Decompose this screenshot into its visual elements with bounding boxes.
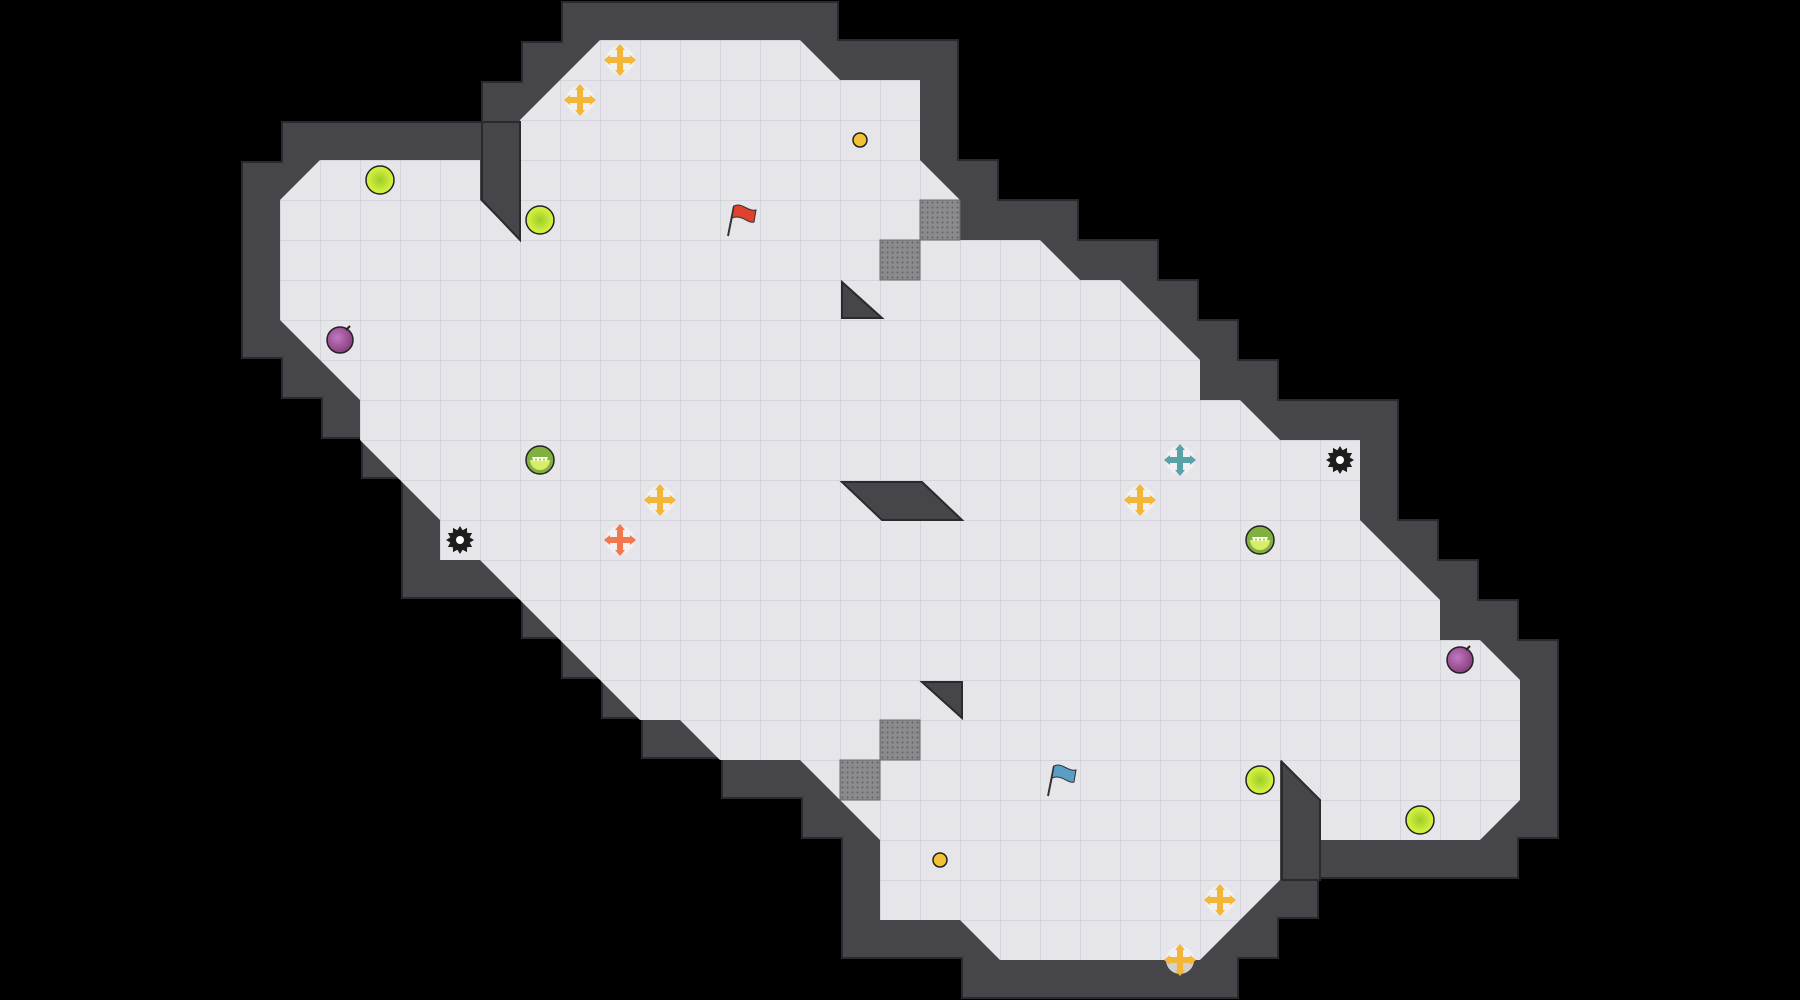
portal-icon: [1245, 525, 1275, 555]
team-boost-icon: [1124, 484, 1156, 516]
pickup-icon: [932, 852, 948, 868]
pickup-icon: [852, 132, 868, 148]
bomb-icon: [326, 325, 354, 354]
team-boost-icon: [604, 44, 636, 76]
powerup-icon: [1405, 805, 1435, 835]
red-boost-icon: [604, 524, 636, 556]
powerup-icon: [1245, 765, 1275, 795]
powerup-icon: [365, 165, 395, 195]
team-boost-icon: [1204, 884, 1236, 916]
blue-boost-icon: [1164, 444, 1196, 476]
team-boost-icon: [1164, 944, 1196, 976]
spike-icon: [1326, 446, 1354, 474]
entity-layer: [326, 44, 1474, 976]
powerup-icon: [525, 205, 555, 235]
spike-icon: [446, 526, 474, 554]
team-boost-icon: [564, 84, 596, 116]
red-flag-icon: [727, 204, 757, 237]
gate-tile: [879, 239, 921, 281]
bomb-icon: [1446, 645, 1474, 674]
gate-tile: [919, 199, 961, 241]
gate-tile: [839, 759, 881, 801]
interior-walls: [481, 121, 1321, 881]
blue-flag-icon: [1047, 764, 1077, 797]
team-boost-icon: [644, 484, 676, 516]
portal-icon: [525, 445, 555, 475]
gate-tile: [879, 719, 921, 761]
